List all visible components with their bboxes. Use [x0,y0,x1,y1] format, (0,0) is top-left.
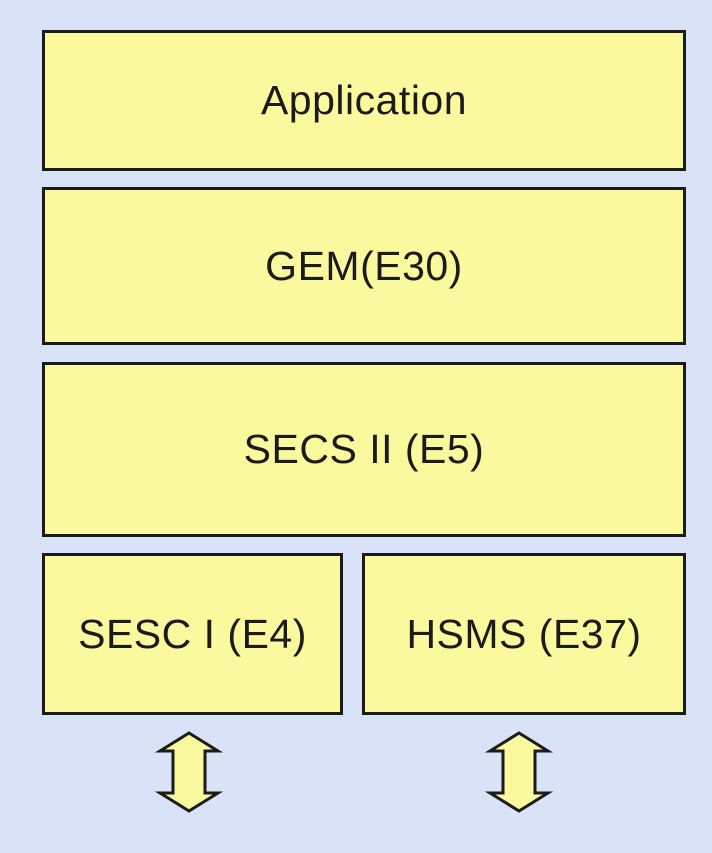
layer-box-hsms-e37: HSMS (E37) [362,553,686,715]
layer-label-application: Application [260,77,468,123]
layer-label-gem-e30: GEM(E30) [265,242,463,289]
double-vertical-arrow-icon [155,731,223,813]
double-vertical-arrow-icon [485,731,553,813]
layer-box-sesc-i-e4: SESC I (E4) [42,553,343,715]
layer-label-hsms-e37: HSMS (E37) [406,610,642,657]
layer-box-secs-ii-e5: SECS II (E5) [42,362,686,537]
layer-box-application: Application [42,30,686,171]
layer-label-secs-ii-e5: SECS II (E5) [243,426,485,472]
layer-label-sesc-i-e4: SESC I (E4) [78,610,307,657]
layer-box-gem-e30: GEM(E30) [42,187,686,345]
